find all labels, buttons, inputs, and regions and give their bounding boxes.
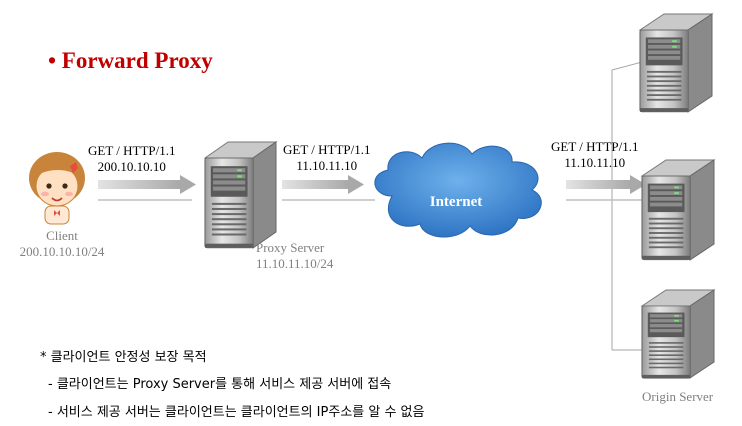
- origin-server-icon-3: [640, 289, 716, 379]
- client-label: Client 200.10.10.10/24: [14, 228, 110, 260]
- notes-heading: * 클라이언트 안정성 보장 목적: [40, 350, 207, 365]
- proxy-server-label: Proxy Server 11.10.11.10/24: [256, 240, 356, 272]
- request-label-proxy: GET / HTTP/1.1 11.10.11.10: [283, 142, 371, 174]
- origin-server-icon-2: [640, 159, 716, 261]
- arrow-internet-to-origin: [566, 175, 646, 201]
- notes-item-2: - 서비스 제공 서버는 클라이언트는 클라이언트의 IP주소를 알 수 없음: [48, 405, 425, 420]
- request-method: GET / HTTP/1.1: [551, 139, 639, 154]
- request-method: GET / HTTP/1.1: [283, 142, 371, 157]
- proxy-name: Proxy Server: [256, 240, 325, 255]
- client-ip: 200.10.10.10/24: [19, 244, 105, 259]
- origin-server-label: Origin Server: [642, 389, 714, 404]
- proxy-server-icon: [203, 141, 278, 249]
- request-ip: 11.10.11.10: [296, 158, 358, 173]
- client-avatar-icon: [29, 152, 85, 225]
- internet-label: Internet: [430, 194, 483, 210]
- proxy-ip: 11.10.11.10/24: [256, 256, 334, 271]
- arrow-proxy-to-internet: [282, 175, 375, 201]
- request-label-internet: GET / HTTP/1.1 11.10.11.10: [551, 139, 639, 171]
- arrow-client-to-proxy: [98, 175, 196, 201]
- page-title: • Forward Proxy: [48, 48, 213, 73]
- request-label-client: GET / HTTP/1.1 200.10.10.10: [88, 143, 176, 175]
- internet-cloud: [374, 142, 542, 238]
- origin-bracket-lines: [611, 61, 643, 351]
- origin-server-icon-1: [638, 13, 714, 113]
- notes-item-1: - 클라이언트는 Proxy Server를 통해 서비스 제공 서버에 접속: [48, 377, 392, 392]
- client-name: Client: [46, 228, 78, 243]
- request-ip: 200.10.10.10: [97, 159, 166, 174]
- request-ip: 11.10.11.10: [564, 155, 626, 170]
- request-method: GET / HTTP/1.1: [88, 143, 176, 158]
